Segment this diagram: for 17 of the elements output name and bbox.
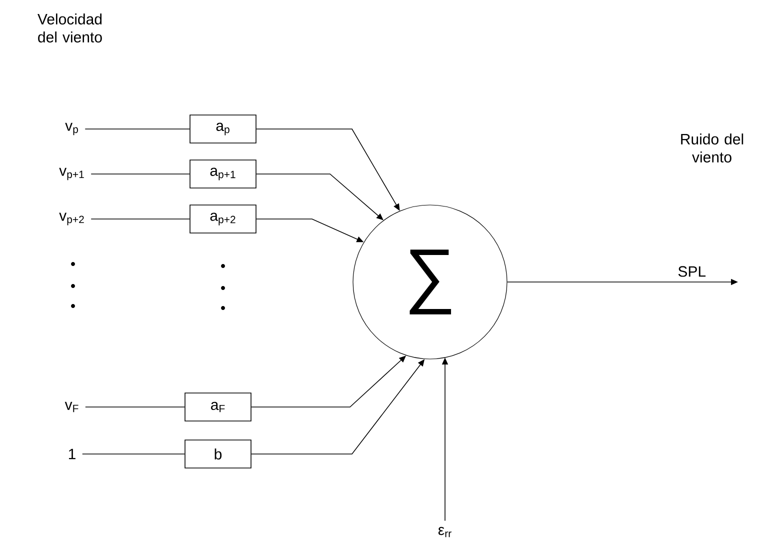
weight-box: a$_{p+1}$ (190, 160, 256, 188)
input-label: v$_{p+1}$ (59, 168, 84, 180)
input-label: v$_{p}$ (65, 122, 78, 136)
weight-box: b (184, 440, 252, 468)
connector-line (85, 406, 185, 408)
weight-box: a$_{p+2}$ (190, 204, 256, 234)
connector-line (90, 218, 190, 220)
connector-line (84, 128, 190, 130)
heading-label: Velocidad del viento (38, 14, 102, 42)
input-label: 1 (68, 448, 76, 460)
input-label: v$_{F}$ (64, 402, 78, 412)
weight-box: a$_{p}$ (190, 114, 256, 144)
heading-label: Ruido del viento (681, 134, 744, 162)
edge-label: SPL (676, 265, 708, 278)
weight-box: a$_{F}$ (184, 392, 252, 422)
input-label: v$_{p+2}$ (59, 212, 84, 226)
input-label: ε$_{rr}$ (438, 526, 452, 538)
